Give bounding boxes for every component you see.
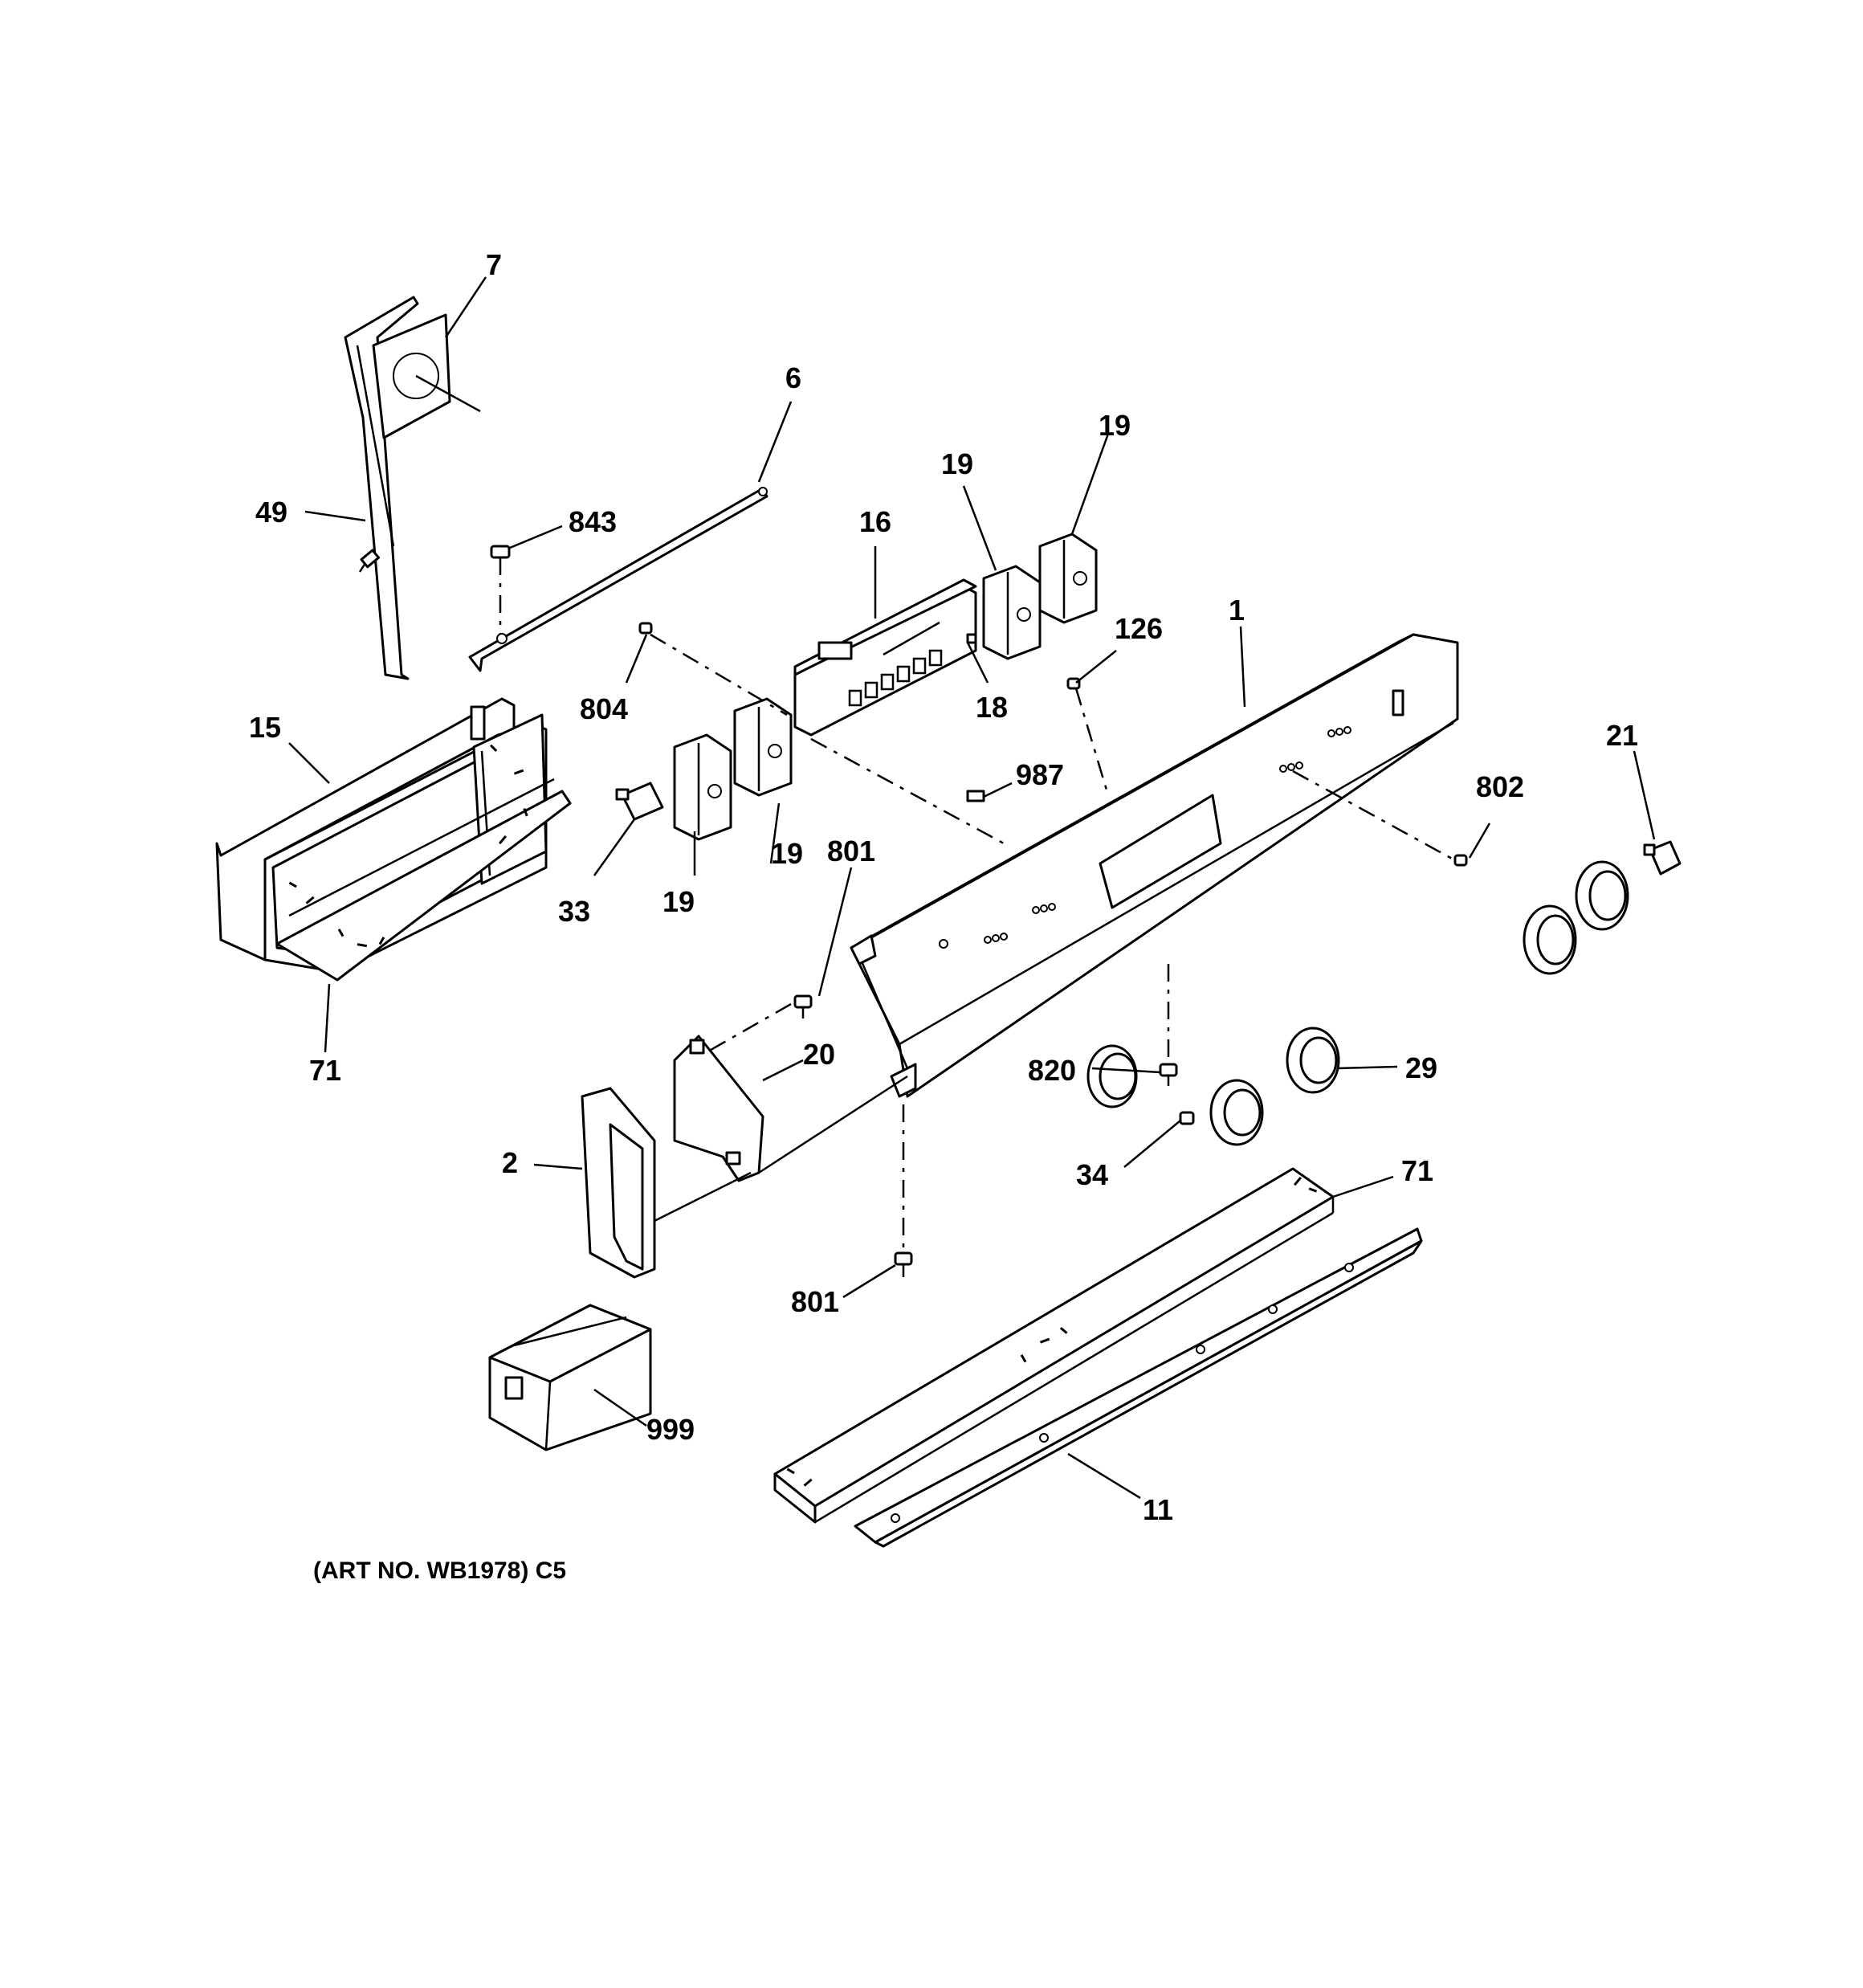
label-18: 18 xyxy=(976,691,1008,724)
label-801-a: 801 xyxy=(827,835,875,867)
part-19-switch-right-b xyxy=(1038,533,1098,624)
label-802: 802 xyxy=(1476,770,1524,803)
callout-labels: 7 6 49 843 16 19 19 19 19 126 1 804 18 1… xyxy=(249,248,1638,1526)
label-19-a: 19 xyxy=(941,447,973,480)
part-1-control-panel xyxy=(850,633,1459,1098)
label-843: 843 xyxy=(569,505,617,538)
label-29: 29 xyxy=(1405,1051,1437,1084)
label-71-a: 71 xyxy=(309,1054,341,1087)
part-999-box xyxy=(488,1304,652,1451)
label-49: 49 xyxy=(255,496,287,529)
label-7: 7 xyxy=(486,248,502,281)
part-19-switch-left-a xyxy=(673,733,732,841)
art-number-caption: (ART NO. WB1978) C5 xyxy=(313,1557,566,1584)
part-33-switch xyxy=(615,782,664,821)
part-20-bracket xyxy=(673,1035,764,1182)
label-804: 804 xyxy=(580,692,628,725)
part-71-insulation-right xyxy=(773,1167,1335,1524)
label-1: 1 xyxy=(1229,594,1245,627)
label-21: 21 xyxy=(1606,719,1638,752)
screws xyxy=(638,622,1468,1277)
part-6-strip xyxy=(468,487,768,672)
label-71-b: 71 xyxy=(1401,1154,1433,1187)
label-801-b: 801 xyxy=(791,1285,839,1318)
part-29-knobs xyxy=(1086,860,1629,1146)
label-33: 33 xyxy=(558,895,590,928)
label-34: 34 xyxy=(1076,1158,1108,1191)
label-15: 15 xyxy=(249,711,281,744)
label-19-b: 19 xyxy=(1099,409,1131,442)
leader-lines xyxy=(288,276,1656,1500)
label-820: 820 xyxy=(1028,1054,1076,1087)
part-71-insulation-left xyxy=(275,744,572,982)
label-126: 126 xyxy=(1115,612,1163,645)
part-16-control-board xyxy=(793,578,977,737)
label-987: 987 xyxy=(1016,758,1064,791)
assembly-lines xyxy=(650,633,1454,1253)
part-2-end-cap xyxy=(581,1087,656,1279)
part-21-rocker-switch xyxy=(1643,840,1682,876)
part-49-vertical-bracket xyxy=(344,296,419,680)
part-7-plate xyxy=(372,313,481,439)
label-11: 11 xyxy=(1143,1493,1173,1526)
part-19-switch-right-a xyxy=(982,565,1042,660)
label-999: 999 xyxy=(646,1413,695,1446)
label-19-c: 19 xyxy=(771,837,803,870)
label-6: 6 xyxy=(785,361,801,394)
label-16: 16 xyxy=(859,505,891,538)
part-843-screw xyxy=(490,545,511,635)
part-19-switch-left-b xyxy=(733,697,793,797)
label-19-d: 19 xyxy=(662,885,695,918)
label-2: 2 xyxy=(502,1146,518,1179)
part-11-trim-strip xyxy=(854,1227,1423,1548)
label-20: 20 xyxy=(803,1038,835,1071)
